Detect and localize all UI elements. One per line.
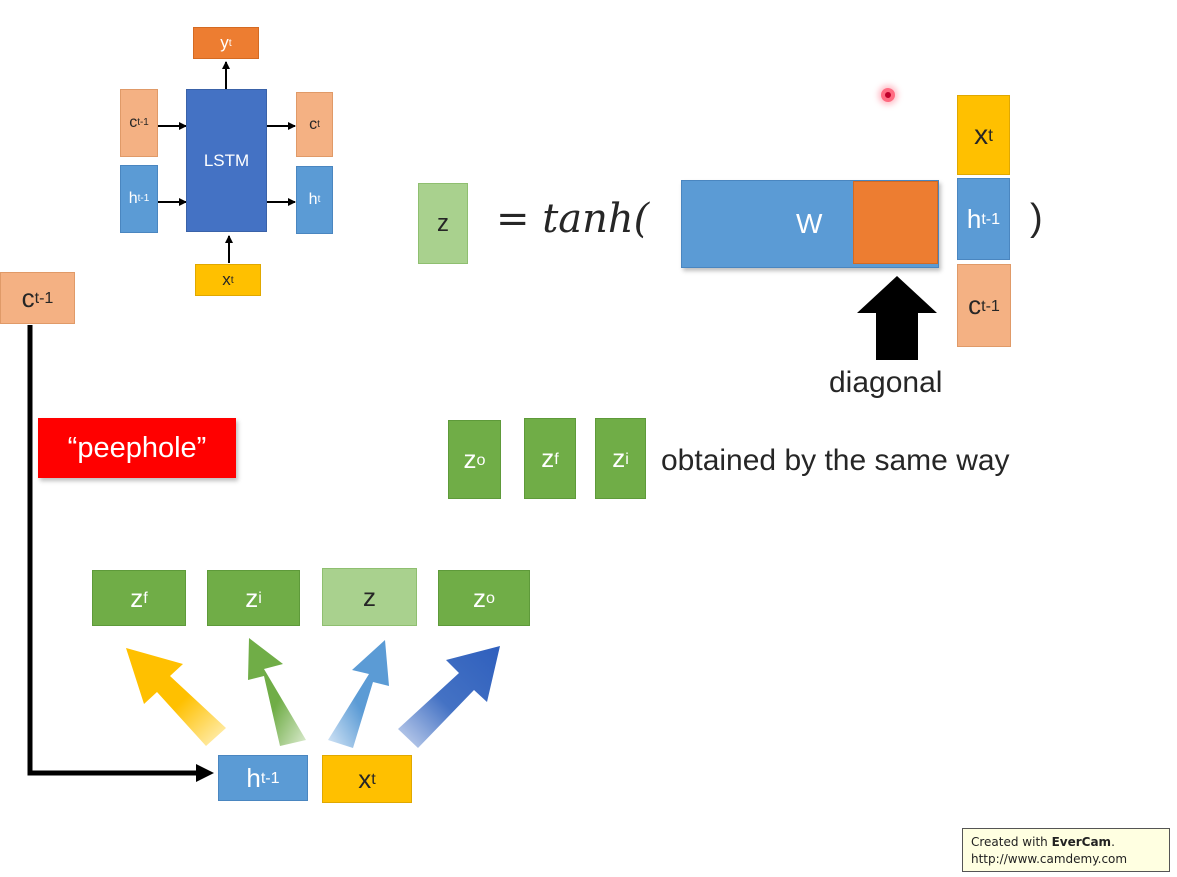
diagonal-label: diagonal xyxy=(829,366,943,399)
watermark-url: http://www.camdemy.com xyxy=(971,852,1128,866)
peephole-arrowhead-icon xyxy=(196,764,214,782)
label-base: x xyxy=(974,119,989,150)
w-label: W xyxy=(796,208,823,239)
gate-z-box: z xyxy=(322,568,417,626)
label-base: x xyxy=(358,763,372,794)
peephole-text: “peephole” xyxy=(67,431,207,464)
label-base: x xyxy=(222,270,231,289)
arrow-to-zi-icon xyxy=(248,638,306,746)
label-base: h xyxy=(128,190,138,207)
watermark-brand: EverCam xyxy=(1051,835,1112,849)
peephole-label: “peephole” xyxy=(38,418,236,478)
label-base: z xyxy=(363,581,376,612)
gate-input-arrows xyxy=(126,638,500,748)
label-base: c xyxy=(21,282,35,313)
label-base: h xyxy=(246,762,261,793)
watermark-prefix: Created with xyxy=(971,835,1052,849)
label-base: c xyxy=(129,114,138,131)
peephole-line xyxy=(27,325,196,776)
mini-lstm-arrows xyxy=(158,61,296,263)
evercam-watermark: Created with EverCam. http://www.camdemy… xyxy=(962,828,1170,872)
arrow-to-z-icon xyxy=(328,640,389,748)
label-base: c xyxy=(968,290,982,320)
eq-diagonal-block xyxy=(853,181,938,264)
label-base: z xyxy=(612,443,626,473)
diagonal-arrow-icon xyxy=(857,276,937,360)
label-base: h xyxy=(966,203,982,234)
eq-z-box: z xyxy=(418,183,468,264)
lstm-label: LSTM xyxy=(203,150,250,170)
label-base: z xyxy=(130,582,144,613)
arrow-to-zo-icon xyxy=(398,646,500,748)
label-base: y xyxy=(220,33,229,52)
label-base: z xyxy=(245,582,259,613)
label-base: z xyxy=(541,443,555,473)
cursor-dot-icon xyxy=(881,88,895,102)
watermark-line1: Created with EverCam. xyxy=(971,834,1161,851)
z-label: z xyxy=(437,209,449,237)
label-base: h xyxy=(308,191,318,208)
label-base: z xyxy=(463,444,477,474)
label-base: c xyxy=(309,115,318,133)
arrow-to-zf-icon xyxy=(126,648,226,746)
watermark-suffix: . xyxy=(1111,835,1115,849)
same-way-text: obtained by the same way xyxy=(661,444,1010,477)
eq-close-paren: ) xyxy=(1030,197,1043,239)
mini-lstm-core: LSTM xyxy=(186,89,267,232)
label-base: z xyxy=(473,582,487,613)
eq-tanh-text: = tanh( xyxy=(496,196,650,242)
